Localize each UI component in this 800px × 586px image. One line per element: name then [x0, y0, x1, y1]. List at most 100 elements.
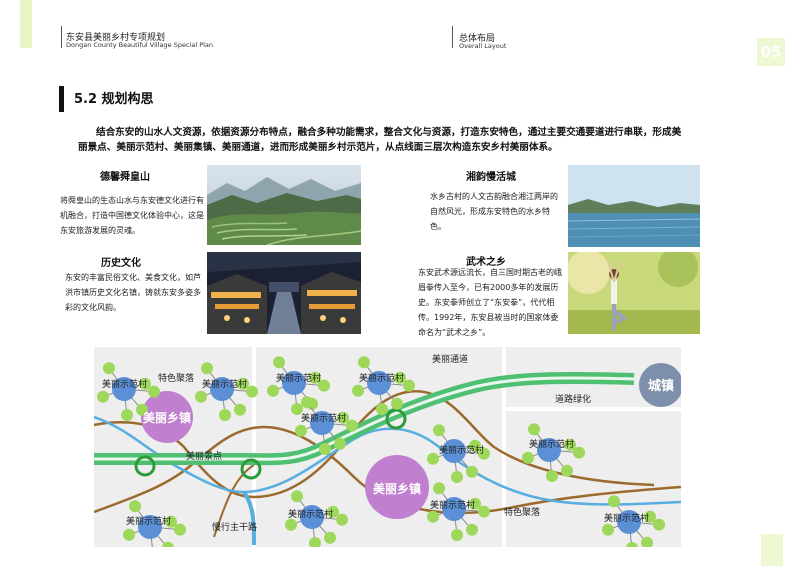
planning-diagram: 美丽乡镇 美丽乡镇 城镇 美丽通道 道路绿化 美丽景点 慢行主干路 美丽示范村 …: [94, 347, 681, 547]
cluster-point: [334, 437, 346, 450]
wushu-text: 东安武术源远流长，自三国时期古老的峨眉拳传入至今，已有2000多年的发展历史。东…: [418, 268, 562, 337]
shunhuang-text: 将舜皇山的生态山水与东安德文化进行有机融合，打造中国德文化体验中心，这是东安旅游…: [60, 196, 204, 235]
corner-accent-bar: [761, 534, 783, 566]
green-corridor-centerline: [94, 376, 635, 461]
cluster-point: [561, 464, 573, 477]
cluster-point: [309, 537, 321, 547]
cluster-point: [564, 438, 576, 451]
cluster-point: [433, 424, 445, 437]
town-left: [141, 391, 193, 443]
cluster-point: [641, 536, 653, 547]
village-node: [210, 377, 234, 401]
cluster-point: [608, 495, 620, 508]
village-label: 美丽示范村: [202, 378, 247, 390]
cluster-point: [139, 377, 151, 390]
cluster-point: [352, 384, 364, 397]
cluster-point: [394, 371, 406, 384]
village-node: [112, 377, 136, 401]
town-center: [365, 455, 429, 519]
scenic-label: 美丽景点: [186, 450, 222, 462]
village-node: [442, 439, 466, 463]
village-label: 美丽示范村: [359, 372, 404, 384]
cluster-point: [291, 490, 303, 503]
cluster-point: [267, 384, 279, 397]
cluster-point: [301, 396, 313, 409]
scenic-node: [385, 408, 407, 430]
cluster-point: [319, 443, 331, 455]
xiangyun-text: 水乡古村的人文古韵融合湘江两岸的自然风光，形成东安特色的水乡特色。: [430, 192, 558, 231]
village-label: 美丽示范村: [604, 512, 649, 524]
header-divider-right: [452, 26, 453, 48]
village-node: [282, 371, 306, 395]
cluster-point: [309, 371, 321, 384]
cluster-point: [201, 362, 213, 375]
cluster-point: [469, 439, 481, 452]
cluster-point: [136, 403, 148, 416]
cluster-point: [391, 397, 403, 410]
cluster-label: 特色聚落: [504, 506, 540, 518]
page-number: 05: [757, 38, 785, 66]
town-center-label: 美丽乡镇: [373, 481, 421, 496]
cluster-point: [165, 515, 177, 528]
village-label: 美丽示范村: [102, 378, 147, 390]
village-label: 美丽示范村: [529, 438, 574, 450]
cluster-point: [427, 452, 439, 465]
cluster-point: [466, 523, 478, 536]
cluster-point: [644, 510, 656, 523]
town-left-label: 美丽乡镇: [143, 410, 191, 425]
village-node: [138, 515, 162, 539]
cluster-point: [195, 390, 207, 403]
village-node: [442, 497, 466, 521]
history-title: 历史文化: [101, 258, 141, 269]
cluster-point: [546, 470, 558, 482]
cluster-point: [522, 451, 534, 464]
road-green-label: 道路绿化: [555, 393, 591, 405]
martial-arts-photo: [568, 252, 700, 334]
cluster-point: [403, 379, 415, 392]
cluster-point: [358, 356, 370, 369]
village-label: 美丽示范村: [126, 515, 171, 527]
cluster-point: [528, 423, 540, 436]
village-label: 美丽示范村: [301, 412, 346, 424]
shunhuang-title: 德馨舜皇山: [100, 172, 150, 183]
night-town-photo: [207, 252, 361, 334]
cluster-point: [234, 403, 246, 416]
cluster-point: [427, 510, 439, 523]
city-node: [639, 363, 681, 407]
cluster-point: [466, 465, 478, 478]
slow-trail: [94, 425, 681, 515]
cluster-point: [327, 505, 339, 518]
village-node: [367, 371, 391, 395]
cluster-point: [123, 528, 135, 541]
section-title: 5.2 规划构思: [74, 92, 154, 107]
cluster-point: [573, 446, 585, 459]
cluster-point: [469, 497, 481, 510]
intro-paragraph: 结合东安的山水人文资源，依据资源分布特点，融合多种功能需求，整合文化与资源，打造…: [78, 127, 682, 153]
cluster-point: [237, 377, 249, 390]
village-label: 美丽示范村: [430, 499, 475, 511]
cluster-point: [324, 531, 336, 544]
header-divider-left: [61, 26, 62, 48]
cluster-point: [246, 385, 258, 398]
project-title-en: Dongan County Beautiful Village Special …: [66, 41, 214, 49]
cluster-point: [337, 411, 349, 424]
village-node: [300, 505, 324, 529]
village-node: [537, 438, 561, 462]
history-text: 东安的丰富民俗文化、美食文化，如芦洪市镇历史文化名镇，铸就东安多姿多彩的文化风韵…: [65, 273, 201, 312]
cluster-point: [121, 409, 133, 421]
cluster-point: [285, 518, 297, 531]
cluster-point: [273, 356, 285, 369]
cluster-point: [291, 403, 303, 415]
mountain-terrace-photo: [207, 165, 361, 245]
scenic-node: [240, 458, 262, 480]
village-label: 美丽示范村: [439, 444, 484, 456]
wushu-title: 武术之乡: [466, 257, 506, 268]
cluster-point: [148, 385, 160, 398]
cluster-point: [451, 529, 463, 541]
river-landscape-photo: [568, 165, 700, 247]
project-title-cn: 东安县美丽乡村专项规划: [66, 33, 166, 43]
village-label: 美丽示范村: [288, 508, 333, 520]
cluster-point: [97, 390, 109, 403]
city-label: 城镇: [648, 378, 674, 394]
cluster-point: [478, 447, 490, 460]
